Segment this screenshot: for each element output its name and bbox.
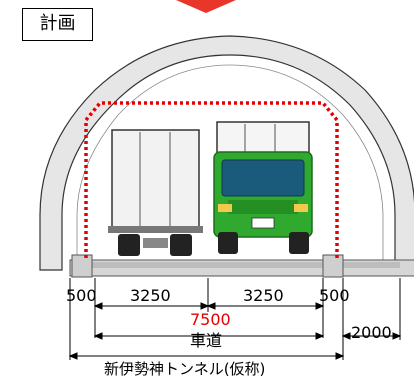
dimension-lines [68,278,402,360]
dim-roadway-width: 7500 [190,310,231,329]
dim-left-margin: 500 [66,286,97,305]
plan-label: 計画 [22,8,93,41]
clearance-outline [84,101,339,258]
dim-right-margin: 500 [319,286,350,305]
road-surface [90,262,400,268]
left-curb [71,254,93,278]
tunnel-lining [39,35,414,271]
dim-right-lane: 3250 [243,286,284,305]
dim-left-lane: 3250 [130,286,171,305]
dim-sidewalk: 2000 [351,323,392,342]
right-curb [322,254,344,278]
roadway-label: 車道 [190,331,223,350]
tunnel-name: 新伊勢神トンネル(仮称) [104,360,266,378]
green-truck [213,121,313,254]
tunnel-inner-line [76,64,384,270]
box-truck [108,129,203,256]
red-down-arrow [176,0,236,13]
